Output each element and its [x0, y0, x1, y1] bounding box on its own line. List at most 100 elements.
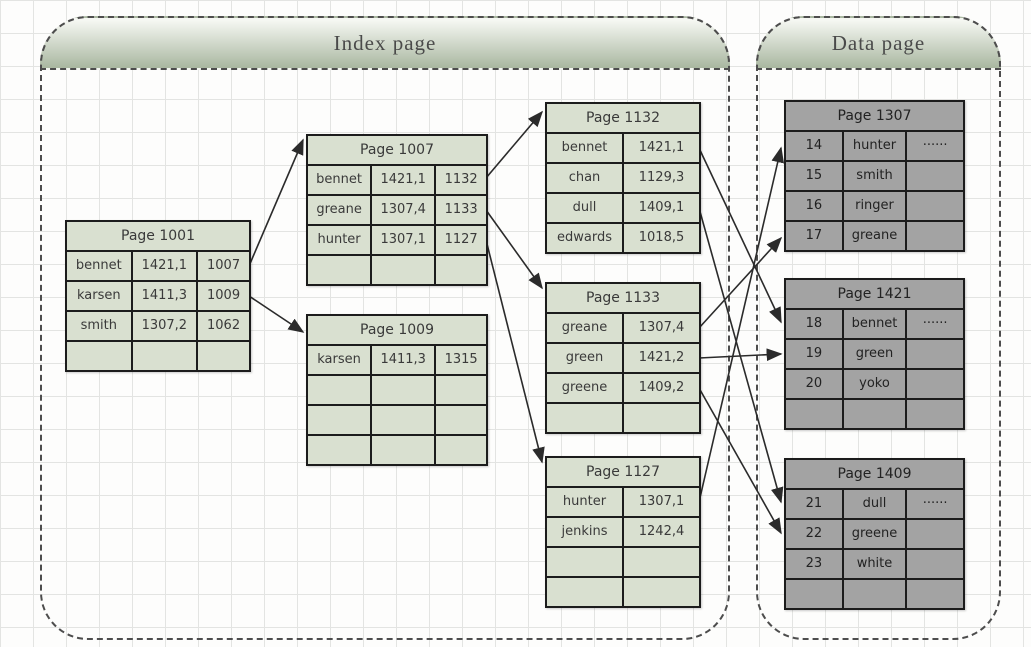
page-table-cell: 17 [786, 222, 842, 250]
page-table-row [547, 404, 699, 432]
page-table-title: Page 1133 [547, 284, 699, 312]
page-table-cell: ······ [907, 132, 963, 160]
page-table-row [308, 376, 486, 404]
page-table-cell [786, 580, 842, 608]
page-table-cell [907, 370, 963, 398]
page-table-cell: white [843, 550, 906, 578]
page-table-cell [436, 436, 486, 464]
page-table-title: Page 1307 [786, 102, 963, 130]
page-table-cell: 1421,1 [132, 252, 197, 280]
page-table-cell [547, 404, 622, 432]
page-table-title: Page 1421 [786, 280, 963, 308]
page-table-cell [624, 404, 699, 432]
page-table-cell: greane [547, 314, 622, 342]
page-table-cell [436, 376, 486, 404]
page-table-title: Page 1007 [308, 136, 486, 164]
page-table-cell: green [547, 344, 622, 372]
index-page-zone: Index page [40, 16, 730, 640]
page-table-row [786, 400, 963, 428]
page-table-cell: greane [308, 196, 371, 224]
page-table-cell [372, 256, 435, 284]
index-page-zone-header: Index page [40, 16, 730, 70]
page-table-title: Page 1132 [547, 104, 699, 132]
page-table-cell [67, 342, 131, 370]
page-table-cell: 1315 [436, 346, 486, 374]
page-table-cell: 1307,1 [372, 226, 435, 254]
page-table-cell: 1242,4 [624, 518, 699, 546]
page-table-cell: greene [547, 374, 622, 402]
page-table-cell: green [843, 340, 906, 368]
page-table-row [547, 578, 699, 606]
page-table-cell: bennet [547, 134, 622, 162]
page-table-cell [907, 192, 963, 220]
page-table-cell: 20 [786, 370, 842, 398]
page-table-cell [436, 256, 486, 284]
page-table-cell [907, 580, 963, 608]
page-table-cell: 1409,1 [624, 194, 699, 222]
page-table-row [308, 406, 486, 434]
page-table-cell: hunter [843, 132, 906, 160]
page-table-cell: bennet [67, 252, 131, 280]
page-table-cell: 1307,1 [624, 488, 699, 516]
page-table-cell: 23 [786, 550, 842, 578]
page-table-cell: smith [67, 312, 131, 340]
page-table-cell: 1009 [198, 282, 249, 310]
page-table-title: Page 1409 [786, 460, 963, 488]
page-table-cell [198, 342, 249, 370]
page-table-row [786, 580, 963, 608]
page-table-row [67, 342, 249, 370]
page-table-cell: edwards [547, 224, 622, 252]
page-table-cell: 1409,2 [624, 374, 699, 402]
page-table-cell: 22 [786, 520, 842, 548]
page-table-title: Page 1127 [547, 458, 699, 486]
page-table-cell [547, 578, 622, 606]
page-table-cell: chan [547, 164, 622, 192]
page-table-row [308, 436, 486, 464]
page-table-cell: 1007 [198, 252, 249, 280]
page-table-cell [786, 400, 842, 428]
page-table-cell: 1018,5 [624, 224, 699, 252]
page-table-title: Page 1009 [308, 316, 486, 344]
page-table-cell: ringer [843, 192, 906, 220]
page-table-cell: 14 [786, 132, 842, 160]
page-table-cell: 1421,1 [624, 134, 699, 162]
page-table-cell [308, 256, 371, 284]
page-table-cell [843, 580, 906, 608]
page-table-cell: hunter [547, 488, 622, 516]
page-table-cell [907, 222, 963, 250]
page-table-cell: 19 [786, 340, 842, 368]
page-table-cell: 1307,2 [132, 312, 197, 340]
page-table-cell: 16 [786, 192, 842, 220]
page-table-cell [907, 162, 963, 190]
page-table-cell [436, 406, 486, 434]
page-table-cell [907, 550, 963, 578]
page-table-cell: 1411,3 [372, 346, 435, 374]
page-table-cell: 1307,4 [624, 314, 699, 342]
page-table-cell: 1133 [436, 196, 486, 224]
page-table-cell [308, 406, 371, 434]
